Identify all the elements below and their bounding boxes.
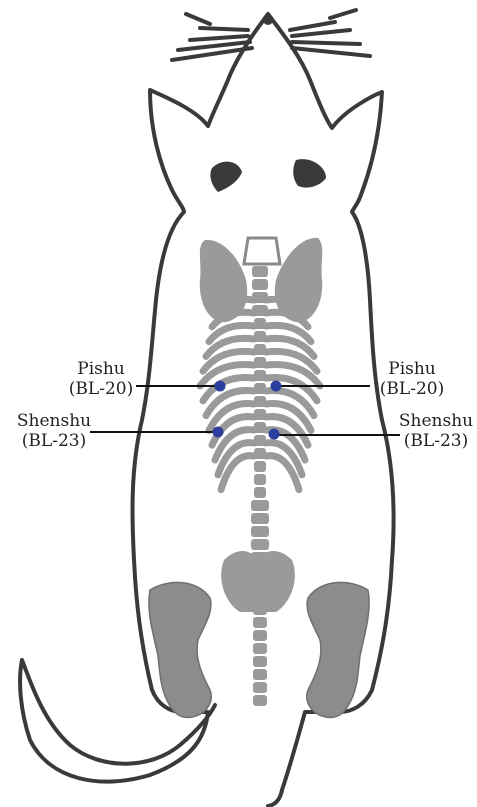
vertebra — [251, 526, 269, 537]
left-hind-limb — [149, 582, 211, 717]
left-ear — [210, 162, 242, 192]
label-right-shenshu-name: Shenshu — [396, 411, 476, 431]
vertebra — [254, 409, 266, 420]
vertebra — [252, 279, 268, 290]
nose — [263, 15, 273, 25]
vertebra — [251, 500, 269, 511]
label-left-shenshu-code: (BL-23) — [14, 431, 94, 451]
vertebra — [253, 695, 267, 706]
vertebra — [254, 396, 266, 407]
label-left-pishu: Pishu (BL-20) — [66, 359, 136, 399]
vertebra — [253, 617, 267, 628]
vertebra — [254, 448, 266, 459]
label-left-shenshu-name: Shenshu — [14, 411, 94, 431]
label-right-pishu-name: Pishu — [372, 359, 452, 379]
tail — [268, 790, 282, 806]
label-left-pishu-code: (BL-20) — [66, 379, 136, 399]
vertebra — [254, 370, 266, 381]
label-left-shenshu: Shenshu (BL-23) — [14, 411, 94, 451]
acupoint-right-pishu — [271, 381, 282, 392]
vertebra — [251, 513, 269, 524]
vertebra — [252, 305, 268, 316]
vertebra — [254, 435, 266, 446]
vertebra — [252, 292, 268, 303]
vertebra — [254, 357, 266, 368]
vertebra — [254, 318, 266, 329]
right-ear — [293, 159, 326, 187]
vertebra — [253, 643, 267, 654]
acupoint-left-shenshu — [213, 427, 224, 438]
vertebra — [254, 422, 266, 433]
spine — [251, 266, 269, 706]
vertebra — [253, 656, 267, 667]
vertebra — [254, 461, 266, 472]
pelvis — [221, 551, 295, 612]
label-right-pishu-code: (BL-20) — [372, 379, 452, 399]
vertebra — [254, 487, 266, 498]
acupoint-right-shenshu — [269, 429, 280, 440]
vertebra — [254, 383, 266, 394]
vertebra — [251, 539, 269, 550]
vertebra — [252, 266, 268, 277]
vertebra — [254, 474, 266, 485]
right-hind-limb — [307, 582, 369, 717]
skull — [244, 238, 280, 264]
acupoint-left-pishu — [215, 381, 226, 392]
vertebra — [254, 331, 266, 342]
vertebra — [254, 344, 266, 355]
vertebra — [253, 682, 267, 693]
label-left-pishu-name: Pishu — [66, 359, 136, 379]
label-right-shenshu: Shenshu (BL-23) — [396, 411, 476, 451]
label-right-pishu: Pishu (BL-20) — [372, 359, 452, 399]
vertebra — [253, 669, 267, 680]
vertebra — [253, 630, 267, 641]
label-right-shenshu-code: (BL-23) — [396, 431, 476, 451]
